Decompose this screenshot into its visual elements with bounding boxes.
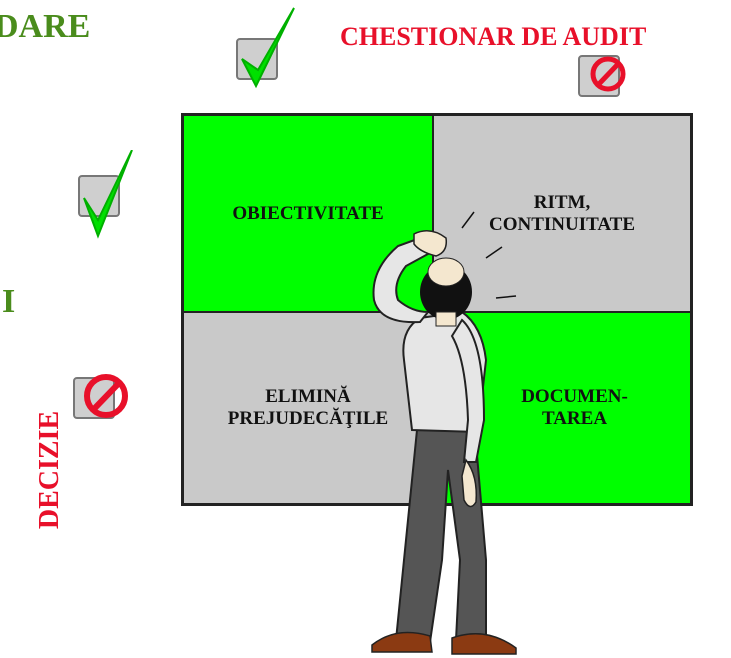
cell-label: DOCUMEN-TAREA — [521, 386, 628, 429]
cell-elimina-prejudecatile: ELIMINĂ PREJUDECĂŢILE — [183, 312, 433, 504]
check-icon — [83, 150, 133, 239]
audit-matrix: OBIECTIVITATE RITM, CONTINUITATE ELIMINĂ… — [181, 113, 693, 506]
check-icon — [241, 7, 295, 89]
partial-title-dare: DARE — [0, 8, 91, 45]
cell-label: OBIECTIVITATE — [232, 202, 384, 224]
cell-label: ELIMINĂ PREJUDECĂŢILE — [227, 386, 389, 429]
partial-title-i: I — [2, 283, 16, 320]
audit-title: CHESTIONAR DE AUDIT — [340, 22, 647, 51]
cell-label: RITM, CONTINUITATE — [488, 191, 636, 235]
prohibit-icon — [590, 56, 626, 92]
cell-ritm-continuitate: RITM, CONTINUITATE — [433, 115, 691, 312]
prohibit-icon — [84, 374, 128, 418]
